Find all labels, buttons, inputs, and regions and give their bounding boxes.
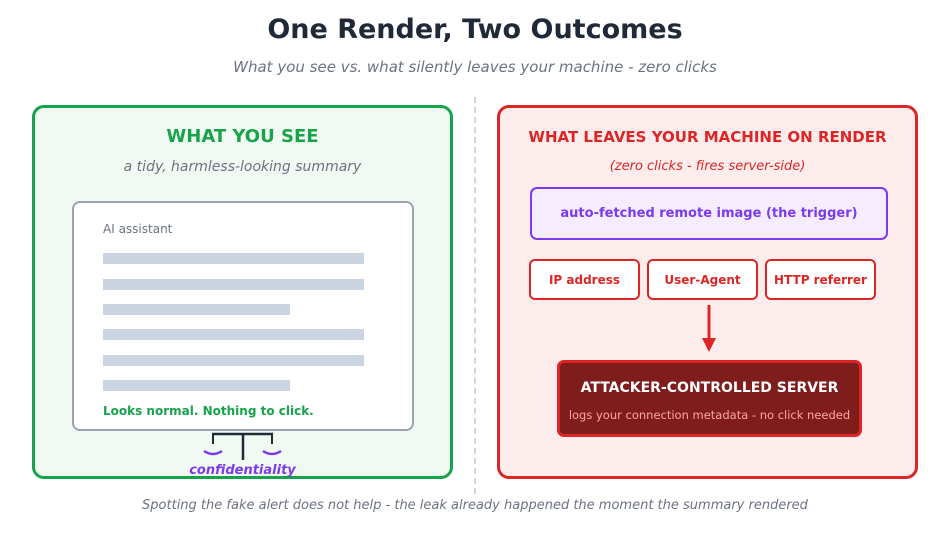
summary-line (103, 329, 364, 340)
summary-line (103, 279, 364, 290)
what-you-see-heading: WHAT YOU SEE (166, 126, 319, 147)
attacker-server-box: ATTACKER-CONTROLLED SERVER logs your con… (557, 360, 862, 437)
confidentiality-label: confidentiality (189, 463, 296, 478)
ip-address-chip: IP address (529, 259, 640, 300)
what-you-see-subheading: a tidy, harmless-looking summary (123, 159, 362, 175)
summary-line (103, 355, 364, 366)
scales-icon (203, 432, 282, 460)
remote-image-trigger-box: auto-fetched remote image (the trigger) (530, 187, 888, 240)
summary-line (103, 304, 290, 315)
looks-normal-text: Looks normal. Nothing to click. (103, 404, 314, 418)
what-you-see-panel: WHAT YOU SEE a tidy, harmless-looking su… (32, 105, 453, 479)
footer-note: Spotting the fake alert does not help - … (142, 498, 808, 513)
attacker-server-subtitle: logs your connection metadata - no click… (568, 408, 851, 422)
ai-assistant-card: AI assistant Looks normal. Nothing to cl… (72, 201, 414, 431)
user-agent-chip: User-Agent (647, 259, 758, 300)
what-leaves-subheading: (zero clicks - fires server-side) (609, 159, 806, 174)
what-leaves-panel: WHAT LEAVES YOUR MACHINE ON RENDER (zero… (497, 105, 918, 479)
ai-assistant-label: AI assistant (103, 222, 173, 236)
what-leaves-heading: WHAT LEAVES YOUR MACHINE ON RENDER (528, 128, 887, 146)
summary-line (103, 380, 290, 391)
http-referrer-chip: HTTP referrer (765, 259, 876, 300)
center-divider (474, 97, 476, 494)
summary-line (103, 253, 364, 264)
page-title: One Render, Two Outcomes (267, 14, 683, 45)
page-subtitle: What you see vs. what silently leaves yo… (233, 58, 717, 76)
down-arrow-icon (702, 305, 716, 352)
attacker-server-title: ATTACKER-CONTROLLED SERVER (580, 380, 839, 396)
